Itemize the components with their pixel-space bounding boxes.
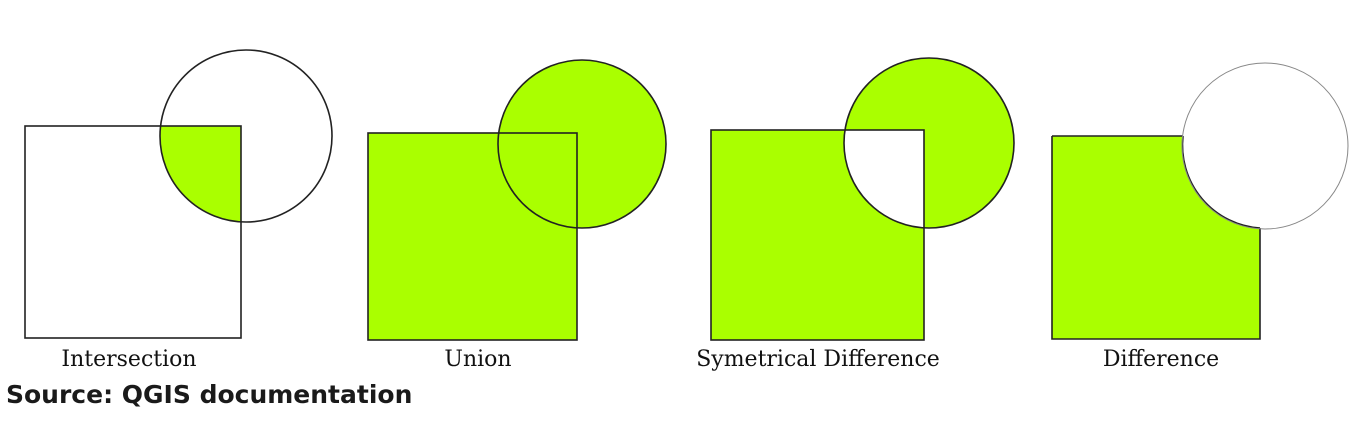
union-panel: Union (367, 59, 667, 372)
difference-panel: Difference (1051, 62, 1349, 372)
symmetrical-difference-panel: Symetrical Difference (696, 57, 1015, 372)
intersection-square-outline (24, 125, 242, 339)
intersection-label: Intersection (61, 347, 196, 372)
symdiff-circle-part-fill (844, 58, 1014, 228)
difference-circle-outline (1181, 62, 1349, 230)
difference-fill (1052, 136, 1260, 339)
intersection-fill (160, 126, 241, 222)
union-label: Union (444, 347, 511, 372)
difference-square-outline (1051, 135, 1261, 340)
intersection-circle-outline (159, 49, 333, 223)
union-square-outline (367, 132, 578, 341)
symmetrical-difference-label: Symetrical Difference (696, 347, 940, 372)
symdiff-circle-outline (843, 57, 1015, 229)
union-circle-outline (497, 59, 667, 229)
symdiff-square-outline (710, 129, 925, 341)
difference-cut-edge (1181, 135, 1261, 229)
difference-label: Difference (1103, 347, 1219, 372)
union-circle-fill (498, 60, 666, 228)
geometry-operations-figure: Intersection Union Symetrical Difference… (24, 49, 1349, 372)
intersection-panel: Intersection (24, 49, 333, 372)
source-caption: Source: QGIS documentation (6, 380, 413, 409)
